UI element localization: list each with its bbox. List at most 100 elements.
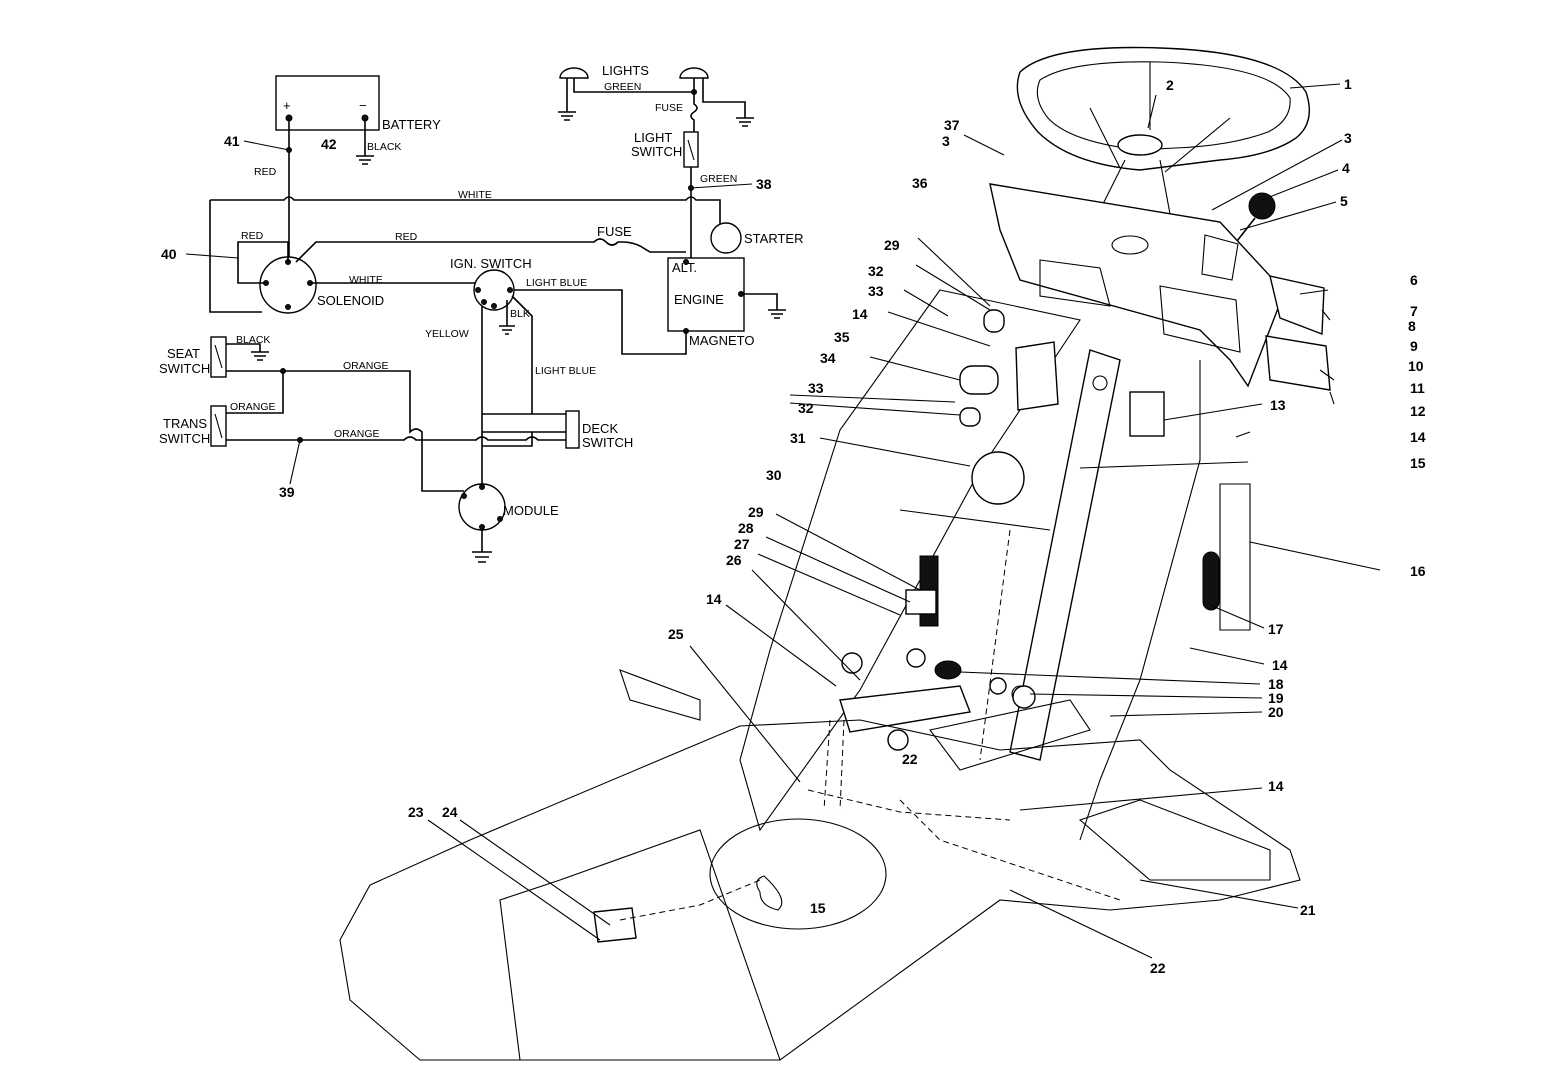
callout-28: 28 [738,520,754,536]
callout-22a: 22 [902,751,918,767]
callout-15a: 15 [1410,455,1426,471]
callout-20: 20 [1268,704,1284,720]
fuse-mid-label: FUSE [597,224,632,239]
module-label: MODULE [503,503,559,518]
wire-orange-trans: ORANGE [230,401,276,413]
callout-2: 2 [1166,77,1174,93]
magneto-label: MAGNETO [689,333,755,348]
wire-red-fuse: RED [395,231,418,243]
callout-24: 24 [442,804,458,820]
callout-13: 13 [1270,397,1286,413]
dash-panel [989,183,1283,388]
callout-14c: 14 [1268,778,1284,794]
callout-9: 9 [1410,338,1418,354]
callout-5: 5 [1340,193,1348,209]
wire-white-top: WHITE [458,189,492,201]
wire-light-blue-2: LIGHT BLUE [535,365,596,377]
callout-40: 40 [161,246,177,262]
spring-17 [1202,551,1220,611]
callout-21: 21 [1300,902,1316,918]
wire-black-battery: BLACK [367,141,401,153]
light-left [559,67,589,79]
callout-42: 42 [321,136,337,152]
deck-switch [565,410,580,449]
light-switch-label-1: LIGHT [634,130,672,145]
light-switch-label-2: SWITCH [631,144,682,159]
support-bar [1009,349,1121,761]
callout-14e: 14 [706,591,722,607]
callout-31: 31 [790,430,806,446]
callout-11: 11 [1410,380,1425,396]
callout-12: 12 [1410,403,1426,419]
chassis-body [339,719,1301,1061]
battery-minus-label: − [359,98,367,113]
callout-26: 26 [726,552,742,568]
callout-14a: 14 [1410,429,1426,445]
pedal-linkage [839,685,971,733]
callout-25: 25 [668,626,684,642]
callout-35: 35 [834,329,850,345]
callout-7: 7 [1410,303,1418,319]
callout-30: 30 [766,467,782,483]
callout-23: 23 [408,804,424,820]
wire-light-blue-1: LIGHT BLUE [526,277,587,289]
fuse-top-label: FUSE [655,102,683,114]
starter-symbol [710,222,742,254]
steering-wheel [1016,46,1310,171]
part-34 [959,365,999,395]
engine-label: ENGINE [674,292,724,307]
battery-box [275,75,380,131]
wire-blk: BLK [510,308,530,320]
callout-3a: 3 [942,133,950,149]
callout-29b: 29 [748,504,764,520]
callout-33b: 33 [808,380,824,396]
spring-18 [934,660,962,680]
deck-switch-label-1: DECK [582,421,618,436]
callout-14d: 14 [852,306,868,322]
throttle-knob [1248,192,1276,220]
key-switch-31 [971,451,1025,505]
wire-green-switch: GREEN [700,173,737,185]
starter-label: STARTER [744,231,803,246]
callout-34: 34 [820,350,836,366]
trans-switch-label-2: SWITCH [159,431,210,446]
callout-32a: 32 [868,263,884,279]
wire-green-lights: GREEN [604,81,641,93]
wire-white-solenoid: WHITE [349,274,383,286]
wiring-schematic: + − BATTERY BLACK RED LIGHTS GREEN FUSE … [159,63,803,563]
solenoid-label: SOLENOID [317,293,384,308]
callout-29a: 29 [884,237,900,253]
callout-8: 8 [1408,318,1416,334]
callout-17: 17 [1268,621,1284,637]
part-13 [1129,391,1165,437]
floor-opening [709,818,887,930]
wire-red-solenoid: RED [241,230,264,242]
light-right [679,67,709,79]
battery-plus-label: + [283,98,291,113]
callout-32b: 32 [798,400,814,416]
callout-1: 1 [1344,76,1352,92]
seat-switch-label-1: SEAT [167,346,200,361]
dash-plates [1265,275,1331,391]
ign-switch-label: IGN. SWITCH [450,256,532,271]
wire-yellow: YELLOW [425,328,469,340]
callout-38: 38 [756,176,772,192]
callout-4: 4 [1342,160,1350,176]
deck-switch-label-2: SWITCH [582,435,633,450]
callout-18: 18 [1268,676,1284,692]
decal-16 [1219,483,1251,631]
wire-orange-bottom: ORANGE [334,428,380,440]
callout-3b: 3 [1344,130,1352,146]
wire-red-battery: RED [254,166,277,178]
battery-label: BATTERY [382,117,441,132]
seat-switch-label-2: SWITCH [159,361,210,376]
alt-label: ALT. [672,260,697,275]
callout-19: 19 [1268,690,1284,706]
module-symbol [458,483,506,531]
steering-cap [1117,134,1163,156]
callout-15b: 15 [810,900,826,916]
callout-27: 27 [734,536,750,552]
callout-41: 41 [224,133,240,149]
